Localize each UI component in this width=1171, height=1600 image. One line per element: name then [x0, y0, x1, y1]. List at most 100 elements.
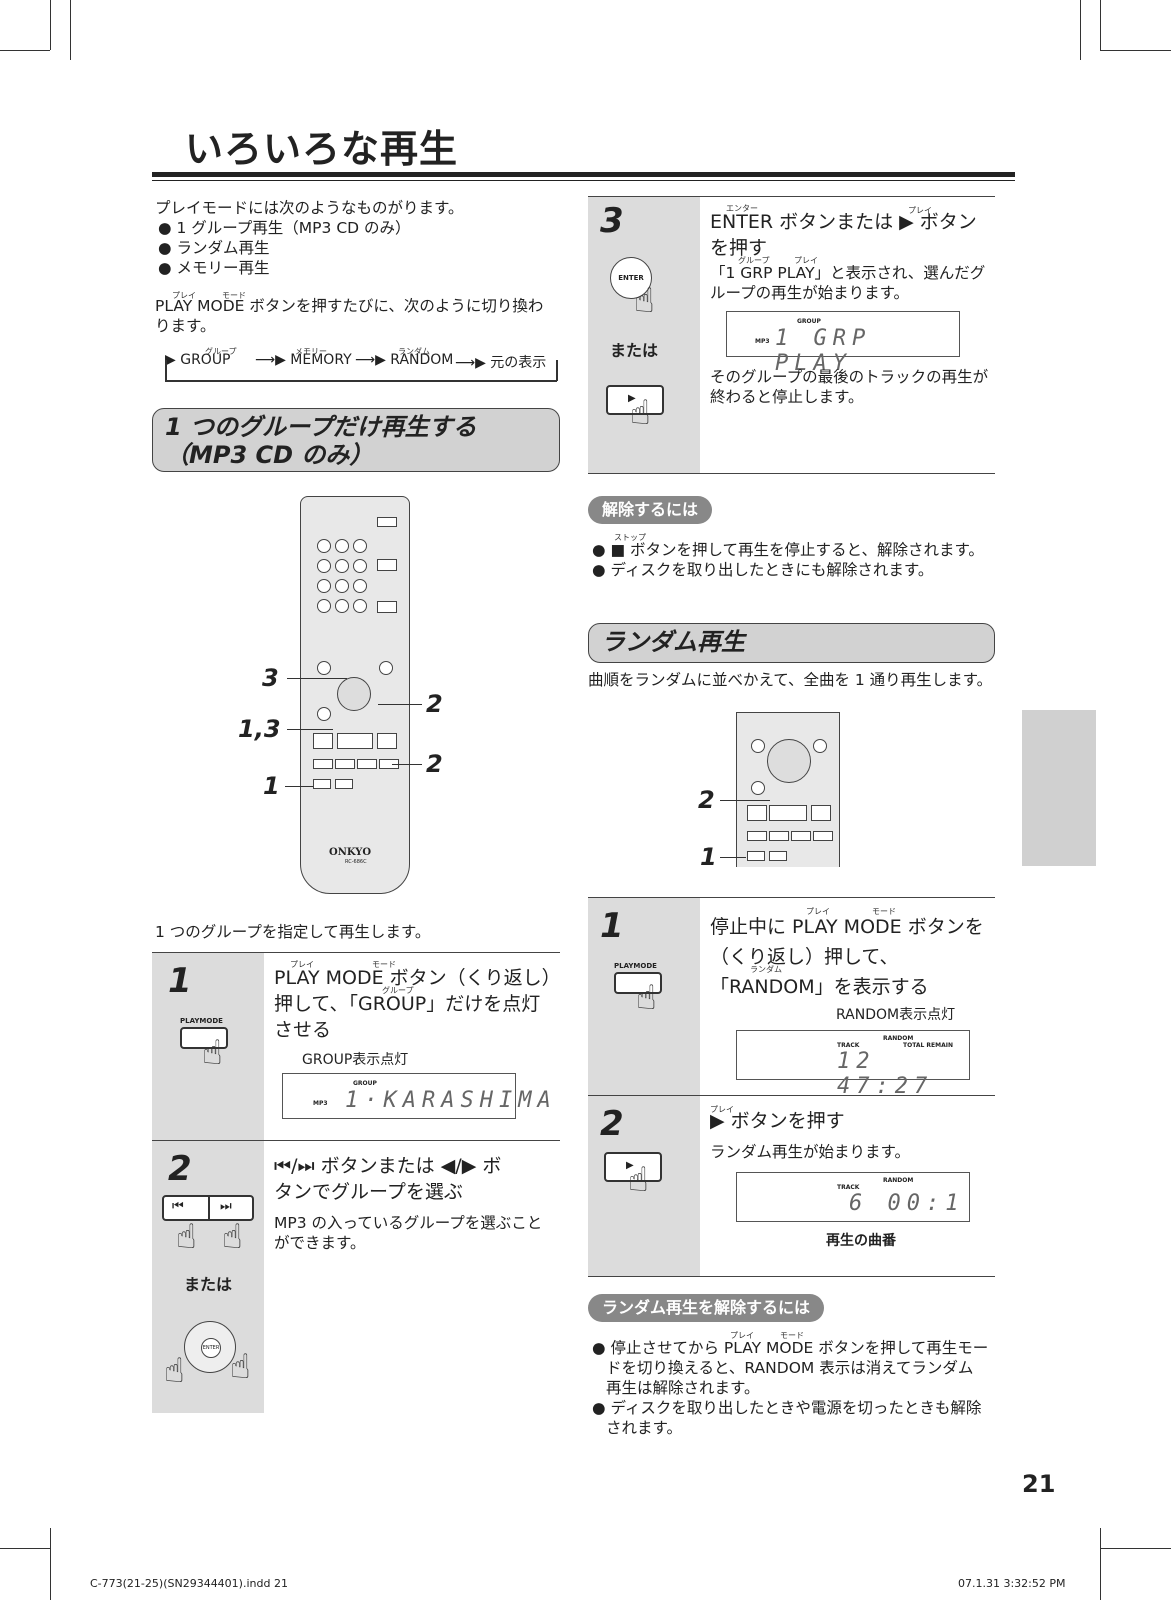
- random-cancel-item: ドを切り換えると、RANDOM 表示は消えてランダム: [606, 1359, 974, 1377]
- page-title: いろいろな再生: [185, 127, 459, 171]
- play-button-icon: ▶: [604, 1152, 662, 1182]
- open-close-button: [377, 517, 397, 527]
- ruby: モード: [780, 1331, 804, 1340]
- number-button: [317, 539, 331, 553]
- step-heading: PLAY MODE ボタン（くり返し） 押して、「GROUP」だけを点灯 させる: [274, 967, 561, 1041]
- random-cancel-item: ● 停止させてから PLAY MODE ボタンを押して再生モー: [592, 1339, 989, 1357]
- intro-item: ● ランダム再生: [158, 239, 270, 257]
- random-step-1: 1 PLAYMODE ☝ プレイ モード ランダム 停止中に PLAY MODE…: [588, 897, 995, 1099]
- group-step-2: 2 ⏮ ⏭ ☝ ☝ または ENTER ☝ ☝ ⏮/⏭ ボタンまたは ◀/▶ ボ…: [152, 1140, 560, 1413]
- pause-button: [747, 805, 767, 821]
- page-number: 21: [1022, 1470, 1056, 1498]
- hand-icon: ☝: [222, 1217, 243, 1257]
- callout-1-3: 1,3: [238, 715, 281, 743]
- callout-2: 2: [426, 750, 443, 778]
- step-heading: 停止中に PLAY MODE ボタンを （くり返し）押して、 「RANDOM」を…: [710, 916, 984, 998]
- crop-mark: [0, 1548, 50, 1549]
- dimmer-button: [317, 661, 331, 675]
- cursor-pad: [337, 677, 371, 711]
- flow-step-group: ▶ GROUP: [165, 352, 231, 368]
- enter-button-small: [377, 601, 397, 613]
- ruby: プレイ: [710, 1105, 734, 1114]
- ruby: ストップ: [614, 533, 646, 542]
- ruby: プレイ: [908, 206, 932, 215]
- callout-2: 2: [698, 786, 715, 814]
- random-step-2: 2 ▶ ☝ プレイ ▶ ボタンを押す ランダム再生が始まります。 RANDOM …: [588, 1095, 995, 1277]
- step-number: 2: [168, 1149, 192, 1189]
- playmode-button: [747, 851, 765, 861]
- step-heading: ▶ ボタンを押す: [710, 1110, 845, 1132]
- step-icon-column: [588, 898, 700, 1096]
- skip-buttons-icon: ⏮ ⏭: [162, 1195, 254, 1221]
- random-cancel-item: 再生は解除されます。: [606, 1379, 760, 1397]
- title-rule-thin: [152, 180, 1015, 181]
- ruby: グループ: [382, 986, 414, 995]
- number-button: [353, 539, 367, 553]
- pause-button: [313, 733, 333, 749]
- ruby: グループ: [205, 347, 237, 356]
- section-heading-group: 1 つのグループだけ再生する （MP3 CD のみ）: [152, 408, 560, 472]
- crop-mark: [1100, 0, 1101, 50]
- ruby: モード: [222, 291, 246, 300]
- step-number: 1: [600, 906, 624, 946]
- intro-switch-text: PLAY MODE ボタンを押すたびに、次のように切り換わ: [155, 297, 544, 315]
- side-tab: [1022, 710, 1096, 866]
- hand-icon: ☝: [628, 1160, 649, 1200]
- callout-1: 1: [263, 772, 280, 800]
- playmode-button: [313, 779, 331, 789]
- setup-button: [751, 781, 765, 795]
- hand-icon: ☝: [230, 1347, 251, 1387]
- number-button: [335, 559, 349, 573]
- flow-step-random: ⟶▶ RANDOM: [355, 352, 454, 368]
- footer-file: C-773(21-25)(SN29344401).indd 21: [90, 1577, 288, 1590]
- step-number: 1: [168, 961, 192, 1001]
- number-button: [317, 559, 331, 573]
- divider: [208, 1197, 210, 1219]
- rewind-button: [747, 831, 767, 841]
- step-body: そのグループの最後のトラックの再生が 終わると停止します。: [710, 368, 989, 406]
- random-cancel-item: されます。: [606, 1419, 682, 1437]
- crop-mark: [1080, 0, 1081, 60]
- ruby: プレイ: [794, 256, 818, 265]
- number-button: [353, 579, 367, 593]
- footer-timestamp: 07.1.31 3:32:52 PM: [958, 1577, 1066, 1590]
- playmode-button-icon: [180, 1027, 228, 1049]
- enter-center: ENTER: [201, 1338, 221, 1358]
- ruby: ランダム: [398, 347, 430, 356]
- callout-2: 2: [426, 690, 443, 718]
- prev-button: [791, 831, 811, 841]
- lcd-display: RANDOM TRACK 6 00:1: [736, 1172, 970, 1222]
- callout-line: [720, 800, 770, 802]
- playmode-label: PLAYMODE: [180, 1017, 223, 1025]
- lcd-caption: RANDOM表示点灯: [836, 1007, 956, 1023]
- step-heading: ⏮/⏭ ボタンまたは ◀/▶ ボ タンでグループを選ぶ: [274, 1155, 502, 1203]
- flow-return-line: [165, 380, 557, 382]
- crop-mark: [0, 50, 50, 51]
- ruby: ランダム: [750, 965, 782, 974]
- rewind-button: [313, 759, 333, 769]
- playmode-label: PLAYMODE: [614, 962, 657, 970]
- lcd-caption: 再生の曲番: [826, 1233, 896, 1249]
- forward-button: [335, 759, 355, 769]
- flow-return-line: [556, 360, 558, 381]
- callout-1: 1: [700, 843, 717, 871]
- cancel-pill: 解除するには: [588, 496, 713, 524]
- next-button: [813, 831, 833, 841]
- ruby: プレイ: [172, 291, 196, 300]
- number-button: [353, 599, 367, 613]
- crop-mark: [1100, 50, 1171, 51]
- step-icon-column: [588, 1096, 700, 1276]
- crop-mark: [50, 0, 51, 50]
- intro-item: ● 1 グループ再生（MP3 CD のみ）: [158, 219, 411, 237]
- number-button: [335, 579, 349, 593]
- hand-icon: ☝: [634, 281, 655, 321]
- group-step-3: 3 ENTER ☝ または ▶ ☝ エンター プレイ ENTER ボタンまたは …: [588, 196, 995, 474]
- or-label: または: [184, 1275, 233, 1294]
- callout-3: 3: [262, 664, 279, 692]
- or-label: または: [610, 341, 659, 360]
- number-button: [317, 599, 331, 613]
- play-icon: ▶: [626, 1160, 634, 1171]
- ruby: プレイ: [290, 960, 314, 969]
- crop-mark: [50, 1528, 51, 1600]
- intro-switch-text: ります。: [155, 317, 216, 335]
